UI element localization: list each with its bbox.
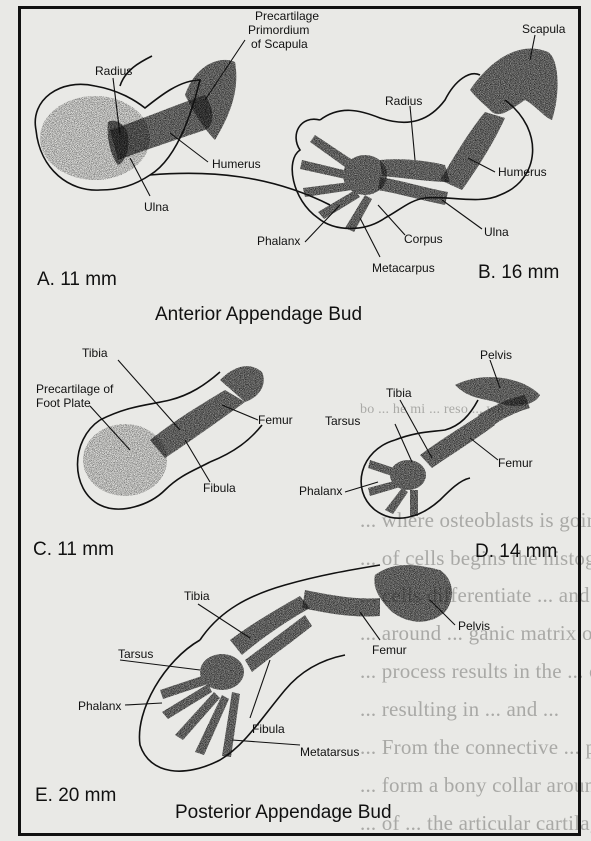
panel-d: Pelvis Tibia Tarsus Femur Phalanx D. 14 …: [299, 348, 557, 562]
label-tibia: Tibia: [386, 386, 412, 400]
leader-line: [442, 200, 482, 229]
label-phalanx: Phalanx: [78, 699, 121, 713]
panel-e: Tibia Tarsus Pelvis Phalanx Femur Fibula…: [35, 565, 490, 806]
foot-plate-stipple: [83, 424, 167, 496]
foot-cartilage: [160, 654, 244, 757]
hand-cartilage: [300, 135, 387, 232]
label-pelvis: Pelvis: [458, 619, 490, 633]
label-ulna: Ulna: [144, 200, 169, 214]
pelvis-cartilage: [374, 565, 452, 622]
label-tarsus: Tarsus: [118, 647, 153, 661]
label-scapula: Scapula: [522, 22, 566, 36]
label-precartilage-scapula: Precartilage: [255, 9, 319, 23]
label-fibula: Fibula: [252, 722, 285, 736]
leader-line: [470, 438, 498, 460]
tibia-fibula-cartilage: [230, 596, 312, 672]
label-precartilage-foot-plate: Precartilage of: [36, 382, 114, 396]
panel-c: Tibia Precartilage of Foot Plate Femur F…: [33, 346, 293, 560]
label-precartilage-scapula: Primordium: [248, 23, 309, 37]
leader-line: [120, 660, 200, 670]
label-phalanx: Phalanx: [257, 234, 300, 248]
scapula-cartilage: [470, 48, 558, 120]
foot-cartilage: [368, 460, 426, 516]
label-radius: Radius: [385, 94, 422, 108]
forearm-cartilage: [378, 159, 450, 205]
leader-line: [185, 440, 210, 482]
label-ulna: Ulna: [484, 225, 509, 239]
bud-outline-back: [150, 173, 330, 205]
label-corpus: Corpus: [404, 232, 443, 246]
leader-line: [125, 703, 162, 705]
label-tibia: Tibia: [184, 589, 210, 603]
label-femur: Femur: [498, 456, 533, 470]
caption-d: D. 14 mm: [475, 541, 557, 562]
label-humerus: Humerus: [498, 165, 547, 179]
leader-line: [410, 106, 415, 160]
caption-a: A. 11 mm: [37, 269, 117, 290]
leader-line: [360, 218, 380, 257]
caption-c: C. 11 mm: [33, 539, 114, 560]
caption-e: E. 20 mm: [35, 785, 116, 806]
label-fibula: Fibula: [203, 481, 236, 495]
label-precartilage-scapula: of Scapula: [251, 37, 308, 51]
panel-b: Scapula Radius Humerus Phalanx Corpus Ul…: [257, 22, 566, 283]
label-tibia: Tibia: [82, 346, 108, 360]
leader-line: [400, 400, 432, 458]
section-title-posterior: Posterior Appendage Bud: [175, 802, 392, 823]
label-radius: Radius: [95, 64, 132, 78]
label-humerus: Humerus: [212, 157, 261, 171]
label-tarsus: Tarsus: [325, 414, 360, 428]
caption-b: B. 16 mm: [478, 262, 559, 283]
label-metatarsus: Metatarsus: [300, 745, 359, 759]
label-femur: Femur: [372, 643, 407, 657]
humerus-cartilage: [440, 112, 505, 190]
label-precartilage-foot-plate: Foot Plate: [36, 396, 91, 410]
label-metacarpus: Metacarpus: [372, 261, 435, 275]
femur-cartilage: [302, 590, 380, 617]
label-pelvis: Pelvis: [480, 348, 512, 362]
section-title-anterior: Anterior Appendage Bud: [155, 304, 362, 325]
leader-line: [395, 424, 412, 462]
label-femur: Femur: [258, 413, 293, 427]
bud-outline-back: [210, 425, 262, 462]
leg-cartilage: [150, 366, 264, 458]
label-phalanx: Phalanx: [299, 484, 342, 498]
leader-line: [118, 360, 180, 430]
